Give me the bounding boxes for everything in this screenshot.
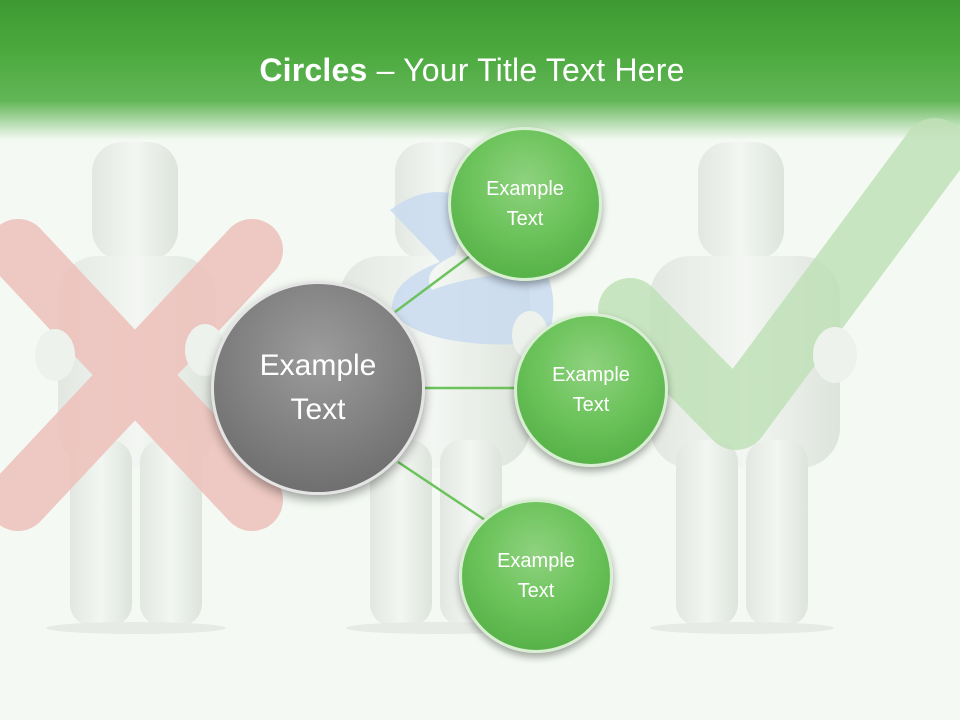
connector-top [394, 254, 471, 314]
page-title: Circles – Your Title Text Here [0, 52, 944, 89]
check-mark-icon [598, 118, 960, 450]
satellite-line2: Text [517, 580, 555, 602]
title-banner [0, 0, 960, 140]
satellite-line1: Example [552, 364, 630, 386]
center-circle-line1: Example [259, 349, 377, 382]
satellite-circle-middle[interactable]: Example Text [514, 313, 668, 467]
title-bold: Circles [259, 52, 368, 88]
satellite-line2: Text [506, 208, 544, 230]
connector-lines [394, 254, 516, 522]
x-mark-icon [0, 219, 283, 531]
question-mark-icon [390, 192, 554, 345]
center-circle[interactable]: Example Text [211, 281, 425, 495]
satellite-line1: Example [497, 550, 575, 572]
satellite-line2: Text [572, 394, 610, 416]
satellite-circle-bottom[interactable]: Example Text [459, 499, 613, 653]
connector-bottom [397, 460, 486, 522]
title-rest: – Your Title Text Here [367, 52, 685, 88]
center-circle-line2: Text [290, 393, 346, 426]
satellite-line1: Example [486, 178, 564, 200]
satellite-circle-top[interactable]: Example Text [448, 127, 602, 281]
